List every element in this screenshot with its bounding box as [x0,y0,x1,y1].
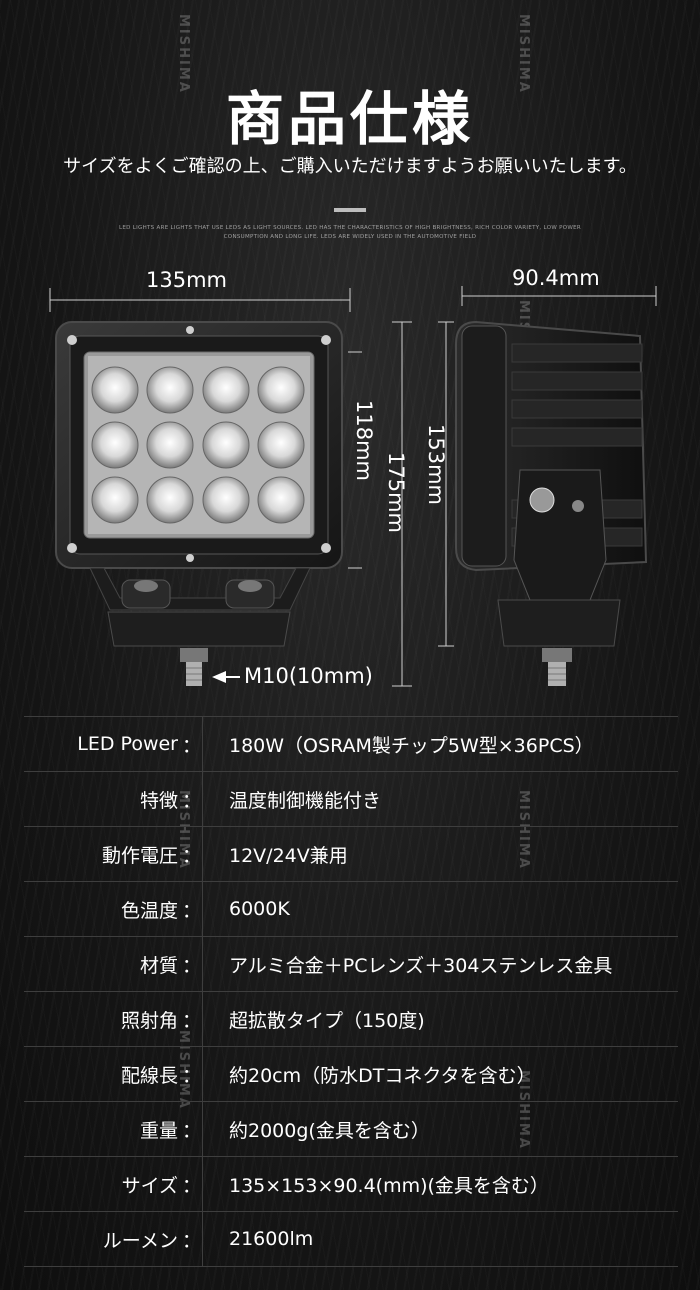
spec-value: 12V/24V兼用 [229,844,348,867]
spec-row-voltage: 動作電圧： 12V/24V兼用 [24,827,678,882]
spec-row-wire-length: 配線長： 約20cm（防水DTコネクタを含む） [24,1047,678,1102]
watermark-right-low: MISHIMA [516,790,531,870]
spec-colon: ： [182,844,202,867]
page-title: 商品仕様 [225,85,474,153]
title-divider [334,208,366,212]
spec-row-led-power: LED Power： 180W（OSRAM製チップ5W型×36PCS） [24,717,678,772]
product-diagram [49,286,657,687]
spec-value: 約20cm（防水DTコネクタを含む） [229,1064,536,1087]
led-array [91,366,305,524]
spec-colon: ： [182,1064,202,1087]
body-height-label: 153mm [424,424,448,505]
watermark-right-bottom: MISHIMA [516,1070,531,1150]
total-height-label: 175mm [384,452,408,533]
watermark-left-top: MISHIMA [176,14,191,94]
spec-label: 特徴 [139,789,178,812]
spec-colon: ： [182,734,202,757]
bolt-arrow [212,671,226,683]
spec-label: 配線長 [120,1064,178,1087]
spec-label: ルーメン [102,1229,178,1252]
spec-label: LED Power [77,733,178,755]
spec-value: 超拡散タイプ（150度) [229,1009,425,1032]
lens-height-label: 118mm [352,400,376,481]
spec-value: 135×153×90.4(mm)(金具を含む） [229,1174,549,1197]
spec-colon: ： [182,954,202,977]
front-width-label: 135mm [146,268,227,292]
spec-table: LED Power： 180W（OSRAM製チップ5W型×36PCS） 特徴： … [24,716,678,1267]
spec-row-feature: 特徴： 温度制御機能付き [24,772,678,827]
spec-colon: ： [182,1174,202,1197]
spec-label: 動作電圧 [101,844,178,867]
spec-value: 約2000g(金具を含む） [229,1119,430,1142]
spec-row-material: 材質： アルミ合金＋PCレンズ＋304ステンレス金具 [24,937,678,992]
spec-colon: ： [182,789,202,812]
spec-value: 21600lm [229,1228,314,1250]
side-depth-label: 90.4mm [512,266,600,290]
spec-value: アルミ合金＋PCレンズ＋304ステンレス金具 [229,954,613,977]
spec-row-size: サイズ： 135×153×90.4(mm)(金具を含む） [24,1157,678,1212]
spec-row-weight: 重量： 約2000g(金具を含む） [24,1102,678,1157]
side-light-view [455,320,648,686]
spec-value: 温度制御機能付き [229,789,382,812]
spec-colon: ： [182,1119,202,1142]
watermark-left-bottom: MISHIMA [176,1030,191,1110]
watermark-left-low: MISHIMA [176,790,191,870]
spec-label: 色温度 [120,899,178,922]
bolt-label: M10(10mm) [244,664,373,688]
spec-row-lumen: ルーメン： 21600lm [24,1212,678,1267]
spec-value: 180W（OSRAM製チップ5W型×36PCS） [229,734,594,757]
spec-colon: ： [182,899,202,922]
spec-row-color-temp: 色温度： 6000K [24,882,678,937]
spec-label: サイズ [121,1174,178,1197]
page-subtitle: サイズをよくご確認の上、ご購入いただけますようお願いいたします。 [63,156,637,177]
spec-label: 照射角 [120,1009,178,1032]
spec-label: 材質 [139,954,178,977]
spec-colon: ： [182,1229,202,1252]
description-text: LED LIGHTS ARE LIGHTS THAT USE LEDS AS L… [119,225,581,240]
spec-label: 重量 [139,1119,178,1142]
spec-row-beam-angle: 照射角： 超拡散タイプ（150度) [24,992,678,1047]
watermark-right-top: MISHIMA [516,14,531,94]
spec-colon: ： [182,1009,202,1032]
spec-value: 6000K [229,898,290,920]
front-light-view [55,321,343,686]
